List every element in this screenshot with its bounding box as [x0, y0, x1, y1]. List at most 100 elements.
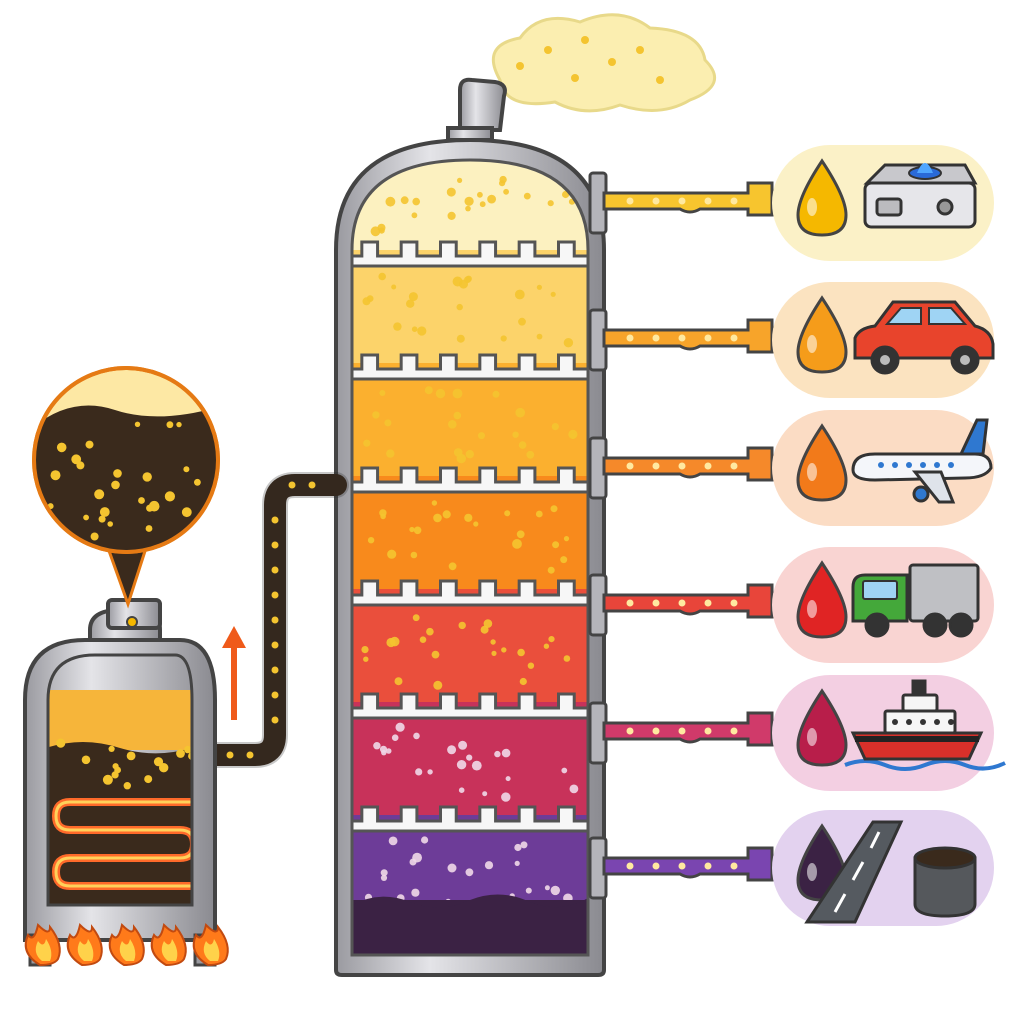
vapor-bubble [563, 338, 574, 348]
flow-bubble [652, 197, 660, 205]
column-tray [352, 240, 588, 268]
vapor-bubble [563, 536, 570, 542]
vapor-bubble [512, 539, 522, 549]
column-band-kerosene [352, 363, 588, 478]
column-tray [352, 466, 588, 494]
flame-icon [150, 923, 187, 967]
oil-bubble [142, 472, 152, 482]
oil-bubble [108, 745, 115, 753]
vapor-bubble [419, 636, 427, 643]
vapor-bubble [409, 526, 415, 533]
ship-icon [844, 679, 1006, 771]
vapor-bubble [456, 334, 465, 343]
oil-bubble [188, 752, 192, 761]
fuel-drop-icon [796, 560, 848, 639]
vapor-bubble [411, 888, 420, 897]
vapor-bubble [410, 551, 418, 559]
vapor-bubble [479, 201, 486, 208]
vapor-bubble [442, 510, 451, 519]
outlet-pipe-diesel [602, 583, 774, 619]
flow-bubble [308, 481, 316, 489]
vapor-bubble [387, 549, 397, 559]
flow-bubble [626, 727, 634, 735]
vapor-bubble [406, 299, 415, 308]
oil-bubble [85, 440, 94, 449]
oil-bubble [145, 525, 153, 532]
flame-icon [192, 923, 229, 967]
vapor-bubble [431, 650, 440, 659]
outlet-pipe-fuel-oil [602, 711, 774, 747]
vapor-bubble [412, 197, 421, 206]
vapor-bubble [400, 196, 409, 205]
vapor-bubble [370, 226, 381, 237]
vapor-bubble [415, 768, 423, 776]
oil-bubble [183, 466, 190, 473]
vapor-bubble [520, 841, 528, 849]
vapor-bubble [373, 742, 381, 750]
flow-bubble [704, 599, 712, 607]
vapor-bubble [464, 513, 473, 522]
flow-bubble [271, 516, 279, 524]
vapor-bubble [421, 836, 429, 844]
oil-bubble [76, 461, 85, 470]
drop-highlight [807, 600, 817, 618]
vapor-bubble [550, 291, 556, 297]
vapor-bubble [452, 388, 463, 399]
vapor-bubble [363, 656, 369, 662]
oil-bubble [159, 763, 169, 773]
column-tray [352, 692, 588, 720]
oil-bubble [111, 771, 119, 779]
flow-bubble [678, 862, 686, 870]
drop-highlight [807, 728, 817, 746]
vapor-bubble [492, 390, 500, 398]
vapor-bubble [503, 188, 509, 195]
oil-bubble [90, 532, 99, 541]
vapor-bubble [458, 787, 465, 793]
vapor-bubble [656, 76, 664, 84]
flow-bubble [652, 727, 660, 735]
vapor-bubble [491, 650, 497, 657]
flow-bubble [271, 566, 279, 574]
vapor-bubble [411, 212, 418, 219]
vapor-bubble [571, 74, 579, 82]
vapor-bubble [408, 292, 418, 302]
oil-bubble [102, 774, 113, 785]
vapor-bubble [456, 760, 467, 770]
vapor-bubble [395, 722, 405, 732]
vapor-bubble [433, 680, 443, 690]
furnace [23, 472, 349, 967]
flow-bubble [626, 599, 634, 607]
airplane-icon [851, 418, 993, 504]
oil-bubble [99, 507, 110, 517]
oil-bubble [153, 757, 164, 767]
vapor-bubble [381, 750, 387, 756]
vapor-bubble [394, 677, 403, 686]
vapor-bubble [544, 885, 550, 891]
vapor-bubble [514, 843, 522, 852]
vapor-bubble [391, 734, 399, 741]
vapor-bubble [448, 420, 457, 429]
vapor-bubble [447, 745, 457, 755]
vapor-bubble [499, 180, 506, 187]
vapor-bubble [385, 748, 392, 754]
vapor-bubble [427, 769, 433, 775]
flow-bubble [704, 334, 712, 342]
vapor-bubble [378, 227, 385, 234]
product-panels [772, 145, 1006, 926]
vapor-bubble [465, 868, 474, 877]
vapor-bubble [536, 284, 543, 290]
vapor-bubble [544, 46, 552, 54]
vapor-bubble [552, 541, 560, 549]
flow-bubble [704, 862, 712, 870]
vapor-bubble [501, 647, 507, 653]
oil-bubble [194, 478, 201, 486]
vapor-bubble [536, 333, 543, 340]
vapor-bubble [543, 643, 550, 649]
oil-bubble [126, 751, 136, 761]
vapor-bubble [636, 46, 644, 54]
outlet-pipe-residue [602, 846, 774, 882]
burner-flames [24, 923, 229, 967]
oil-bubble [181, 507, 192, 518]
vapor-bubble [515, 407, 525, 418]
vapor-bubble [518, 317, 526, 326]
